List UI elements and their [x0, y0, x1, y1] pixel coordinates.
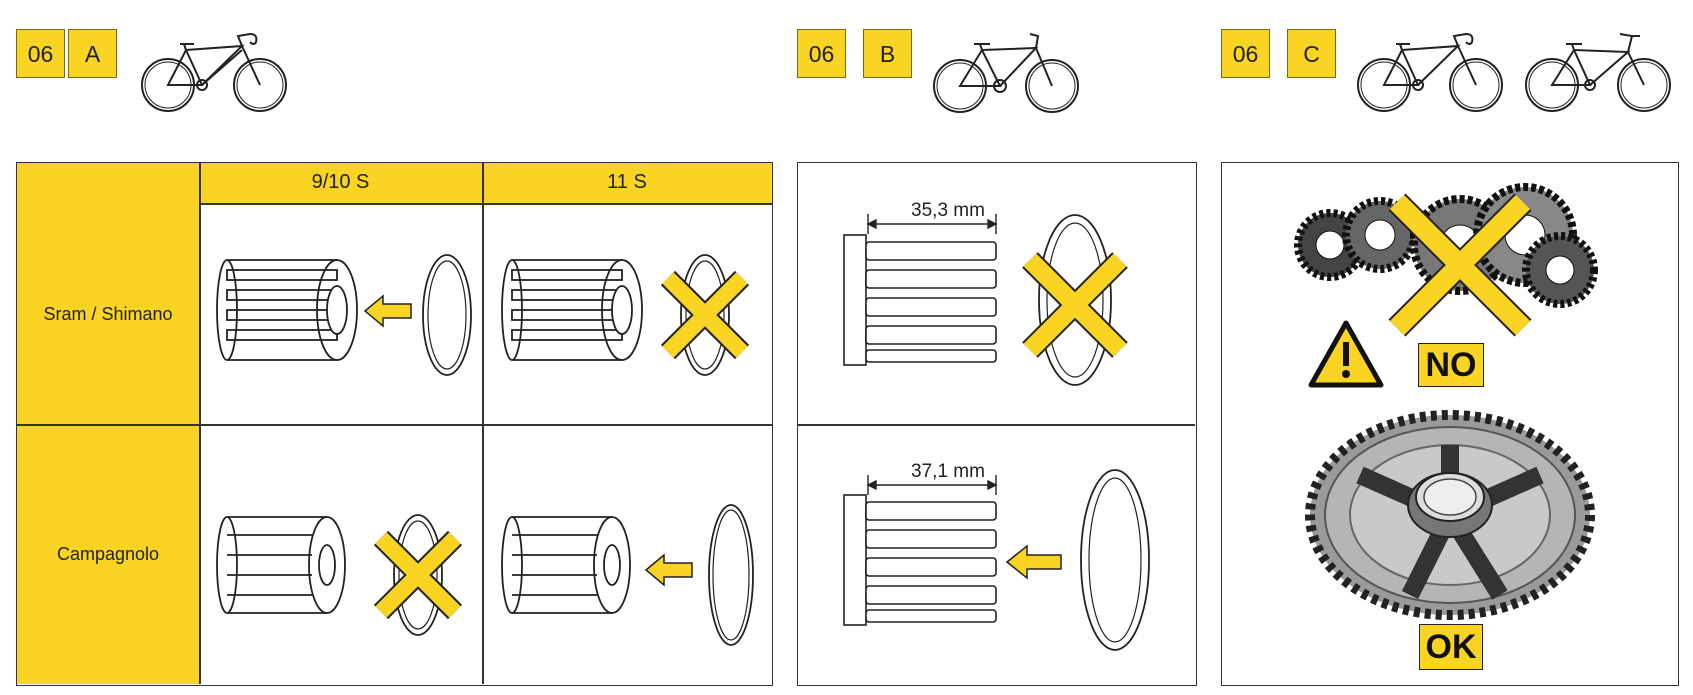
dimension-line-bottom [866, 475, 998, 495]
spacer-ring [422, 254, 472, 376]
dimension-label-top: 35,3 mm [911, 200, 985, 221]
column-header-9-10s: 9/10 S [311, 171, 370, 193]
arrow-left-icon [644, 553, 693, 587]
ok-label: OK [1419, 624, 1483, 670]
hybrid-bike-icon [1525, 33, 1671, 112]
step-badge-c: 06 [1221, 29, 1270, 78]
shimano-freehub-body [216, 259, 358, 361]
letter-badge-b: B [863, 29, 912, 78]
column-header-11s: 11 S [607, 171, 647, 193]
letter-badge-a: A [68, 29, 117, 78]
cross-no-icon [660, 270, 750, 360]
dimension-line-top [866, 214, 998, 234]
warning-triangle-icon [1308, 320, 1384, 388]
cross-no-icon [1022, 252, 1128, 358]
lockring-spacer [1080, 469, 1150, 651]
cross-no-icon [1388, 193, 1532, 337]
no-label: NO [1418, 343, 1484, 387]
row-header-campagnolo: Campagnolo [56, 543, 160, 564]
shimano-freehub-body [501, 259, 643, 361]
freehub-body-splined [843, 234, 997, 366]
road-bike-icon [141, 32, 287, 112]
spacer-ring [393, 514, 443, 636]
spacer-ring [708, 504, 754, 646]
step-badge-a: 06 [16, 29, 65, 78]
freehub-body-splined [843, 494, 997, 626]
step-badge-b: 06 [797, 29, 846, 78]
dimension-label-bottom: 37,1 mm [911, 461, 985, 482]
column-header-row [199, 163, 772, 204]
row-header-column [17, 163, 199, 684]
row-header-sram-shimano: Sram / Shimano [43, 303, 173, 324]
road-bike-icon [1357, 32, 1503, 112]
complete-cassette-image [1305, 410, 1595, 620]
spacer-ring [680, 254, 730, 376]
campagnolo-freehub-body [501, 516, 631, 614]
arrow-left-icon [363, 294, 412, 328]
letter-badge-c: C [1287, 29, 1336, 78]
track-bike-icon [933, 33, 1079, 113]
cross-no-icon [373, 530, 463, 620]
arrow-left-icon [1005, 544, 1062, 580]
lockring-spacer [1038, 214, 1112, 386]
campagnolo-freehub-body [216, 516, 346, 614]
